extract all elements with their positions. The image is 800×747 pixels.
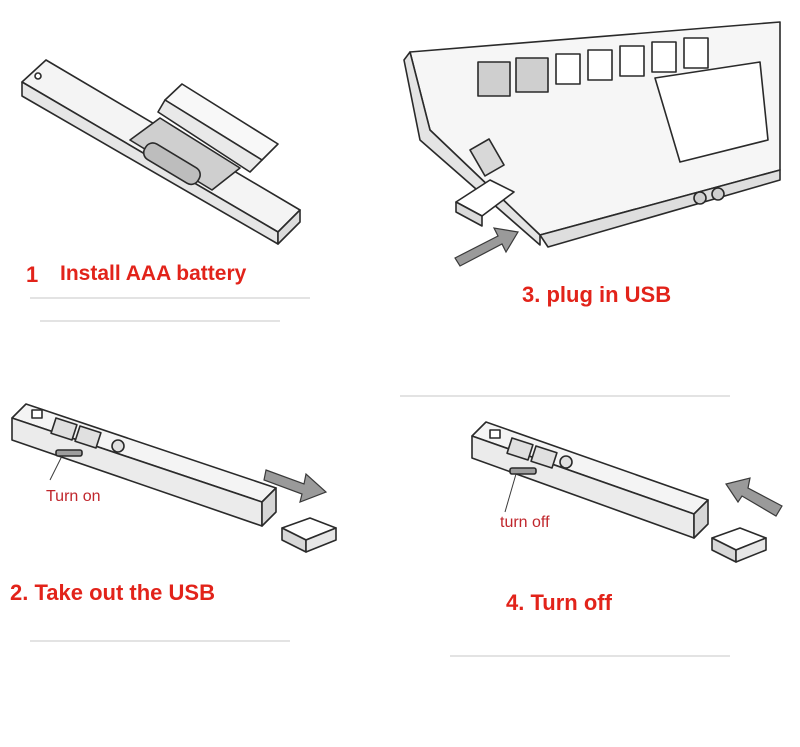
presenter-battery-illustration bbox=[21, 59, 301, 245]
insert-arrow-icon bbox=[725, 477, 783, 517]
step-4-label: 4. Turn off bbox=[506, 590, 612, 615]
step-1-label: Install AAA battery bbox=[60, 262, 247, 285]
step-3-label: 3. plug in USB bbox=[522, 282, 672, 307]
scan-artifact bbox=[40, 320, 280, 322]
turn-on-note: Turn on bbox=[46, 488, 101, 505]
presenter-device-illustration bbox=[11, 403, 277, 527]
presenter-device-off-illustration bbox=[471, 421, 709, 539]
remove-arrow-icon bbox=[263, 469, 328, 503]
callout-line bbox=[49, 455, 63, 481]
scan-artifact bbox=[450, 655, 730, 657]
callout-line bbox=[504, 473, 517, 513]
laptop-illustration bbox=[403, 21, 781, 248]
scan-artifact bbox=[400, 395, 730, 397]
scan-artifact bbox=[30, 640, 290, 642]
scan-artifact bbox=[30, 297, 310, 299]
step-1-number: 1 bbox=[26, 262, 39, 287]
usb-dongle-icon bbox=[711, 527, 767, 563]
turn-off-note: turn off bbox=[500, 514, 550, 531]
insert-arrow-icon bbox=[454, 227, 519, 267]
step-2-label: 2. Take out the USB bbox=[10, 580, 215, 605]
usb-dongle-icon bbox=[281, 517, 337, 553]
